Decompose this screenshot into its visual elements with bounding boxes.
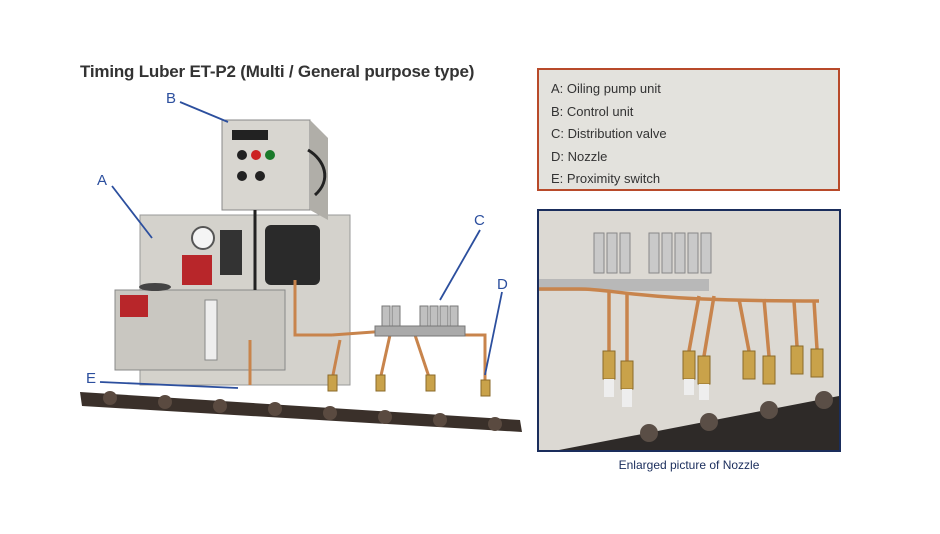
callout-e: E bbox=[86, 370, 97, 387]
machine-illustration bbox=[80, 101, 522, 432]
legend-item-a: A: Oiling pump unit bbox=[551, 81, 661, 96]
callout-d: D bbox=[497, 276, 508, 293]
callout-a: A bbox=[97, 172, 108, 189]
photo-caption: Enlarged picture of Nozzle bbox=[618, 458, 760, 472]
callout-c: C bbox=[474, 212, 485, 229]
nozzles bbox=[327, 374, 491, 397]
enlarged-nozzle-photo bbox=[537, 209, 841, 452]
control-unit bbox=[221, 119, 328, 290]
callout-b: B bbox=[166, 90, 177, 107]
component-legend: A: Oiling pump unit B: Control unit C: D… bbox=[537, 68, 840, 191]
legend-item-c: C: Distribution valve bbox=[551, 126, 667, 141]
oiling-pump-unit bbox=[114, 225, 320, 371]
legend-item-b: B: Control unit bbox=[551, 103, 634, 119]
copper-piping bbox=[248, 280, 487, 385]
page-title: Timing Luber ET-P2 (Multi / General purp… bbox=[80, 62, 475, 81]
chain-conveyor bbox=[80, 391, 522, 432]
legend-item-e: E: Proximity switch bbox=[551, 171, 661, 186]
distribution-valves bbox=[374, 305, 466, 337]
legend-item-d: D: Nozzle bbox=[551, 148, 608, 164]
